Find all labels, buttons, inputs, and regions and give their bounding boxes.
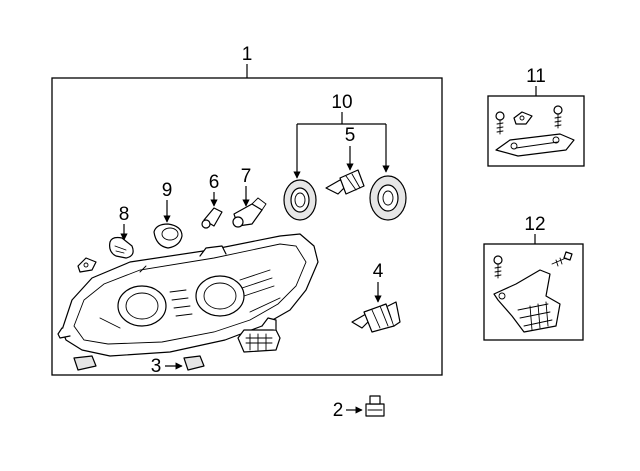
callout-2[interactable]: 2	[333, 400, 344, 421]
bracket-kit-box-12	[483, 243, 584, 341]
callout-12[interactable]: 12	[524, 214, 545, 235]
high-beam-lens	[195, 275, 245, 317]
callout-5[interactable]: 5	[345, 125, 356, 146]
mounting-bracket-11[interactable]	[495, 133, 575, 157]
wedge-bulb[interactable]	[201, 207, 223, 229]
callout-4[interactable]: 4	[373, 261, 384, 282]
grommet-screw[interactable]	[365, 395, 385, 417]
bracket-screw-vertical[interactable]	[493, 255, 503, 279]
headlamp-clip[interactable]	[77, 257, 97, 273]
mounting-pad-left[interactable]	[73, 355, 97, 371]
high-beam-bulb[interactable]	[325, 169, 365, 195]
callout-8[interactable]: 8	[119, 204, 130, 225]
bracket-clip[interactable]	[513, 111, 533, 125]
mounting-pad-right[interactable]	[183, 355, 205, 371]
callout-10[interactable]: 10	[331, 92, 352, 113]
dust-cap-right[interactable]	[369, 175, 407, 221]
callout-7[interactable]: 7	[241, 166, 252, 187]
headlamp-connector[interactable]	[237, 317, 281, 353]
callout-6[interactable]: 6	[209, 172, 220, 193]
dust-cap-left[interactable]	[283, 179, 317, 221]
bulb-socket[interactable]	[153, 223, 183, 249]
callout-1[interactable]: 1	[242, 44, 253, 65]
bracket-screw-left[interactable]	[495, 111, 505, 135]
bracket-screw-angled[interactable]	[551, 251, 573, 267]
bracket-screw-right[interactable]	[553, 105, 563, 129]
side-marker-bulb[interactable]	[109, 236, 134, 259]
mounting-bracket-12[interactable]	[493, 269, 561, 333]
callout-3[interactable]: 3	[151, 356, 162, 377]
turn-signal-bulb[interactable]	[232, 197, 267, 228]
low-beam-bulb[interactable]	[351, 301, 401, 333]
callout-11[interactable]: 11	[526, 66, 546, 87]
low-beam-lens	[117, 285, 167, 327]
headlamp-housing[interactable]	[57, 233, 319, 357]
callout-9[interactable]: 9	[162, 180, 173, 201]
